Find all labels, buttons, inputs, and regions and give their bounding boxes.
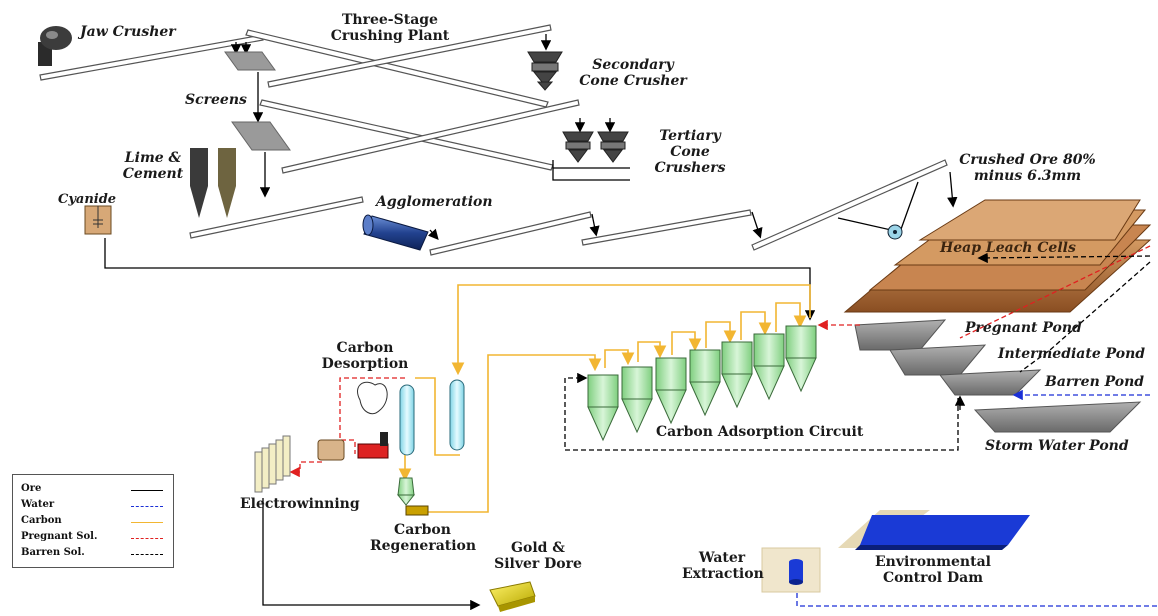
legend-label: Ore (21, 483, 42, 494)
gold-bar-icon (489, 581, 536, 612)
secondary-crusher-label: Secondary Cone Crusher (578, 57, 688, 89)
lime-line2: Cement (122, 166, 184, 182)
lime-cement-label: Lime & Cement (118, 150, 188, 182)
tertiary-line2: Cone (670, 144, 710, 160)
legend-swatch (131, 522, 163, 523)
intermediate-pond-label: Intermediate Pond (998, 346, 1146, 362)
pregnant-pond-label: Pregnant Pond (965, 320, 1082, 336)
cyanide-label: Cyanide (58, 192, 117, 207)
adsorption-tank-3 (655, 357, 687, 425)
carbon-adsorption-tanks (587, 325, 817, 442)
adsorption-tank-1 (587, 374, 619, 442)
secondary-line1: Secondary (592, 57, 674, 73)
water-extraction-icon (761, 547, 821, 593)
water-extraction-label: Water Extraction (682, 550, 764, 582)
water-extraction-line1: Water (698, 550, 746, 566)
tertiary-line1: Tertiary (659, 128, 721, 144)
water-lines (796, 389, 1158, 607)
conveyor-to-agglom (189, 196, 364, 239)
electrowinning-label: Electrowinning (240, 496, 360, 512)
conveyor-after-agglom-1 (429, 211, 592, 256)
conveyor-cross-3 (259, 99, 554, 171)
conveyor-stacker (751, 159, 948, 251)
barren-solution-lines (564, 252, 1151, 451)
ponds-group (854, 319, 1142, 433)
adsorption-tank-4 (689, 349, 721, 417)
three-stage-line1: Three-Stage (342, 12, 438, 28)
lime-line1: Lime & (124, 150, 182, 166)
screens-icon (224, 51, 291, 151)
adsorption-tank-5 (721, 341, 753, 409)
env-dam-line2: Control Dam (882, 570, 984, 586)
electrowinning-cells-icon (254, 435, 291, 493)
crushed-ore-label: Crushed Ore 80% minus 6.3mm (955, 152, 1100, 184)
jaw-crusher-icon (38, 26, 72, 66)
carbon-adsorption-label: Carbon Adsorption Circuit (656, 424, 864, 440)
environmental-dam-icon (838, 510, 1030, 550)
tertiary-crusher-label: Tertiary Cone Crushers (650, 128, 730, 176)
tertiary-line3: Crushers (654, 160, 726, 176)
secondary-cone-crusher-icon (527, 51, 563, 91)
conveyor-cross-4 (281, 99, 580, 174)
three-stage-line2: Crushing Plant (330, 28, 450, 44)
pregnant-pond-icon (854, 319, 947, 351)
legend-label: Pregnant Sol. (21, 531, 98, 542)
heap-leach-label: Heap Leach Cells (940, 240, 1076, 256)
lime-cement-silos-icon (190, 148, 236, 218)
gold-line1: Gold & (511, 540, 565, 556)
three-stage-label: Three-Stage Crushing Plant (330, 12, 450, 44)
storm-water-pond-label: Storm Water Pond (985, 438, 1129, 454)
regen-line2: Regeneration (370, 538, 477, 554)
secondary-line2: Cone Crusher (579, 73, 687, 89)
crushed-ore-line2: minus 6.3mm (973, 168, 1082, 184)
barren-pond-label: Barren Pond (1045, 374, 1145, 390)
gold-silver-label: Gold & Silver Dore (488, 540, 588, 572)
screens-label: Screens (185, 92, 247, 108)
legend-label: Water (21, 499, 55, 510)
stacker-icon (887, 224, 903, 240)
adsorption-tank-2 (621, 366, 653, 434)
ore-arrows (104, 34, 958, 611)
adsorption-tank-7 (785, 325, 817, 393)
carbon-regeneration-label: Carbon Regeneration (370, 522, 477, 554)
env-dam-line1: Environmental (875, 554, 991, 570)
carbon-desorption-label: Carbon Desorption (320, 340, 410, 372)
agglomeration-label: Agglomeration (376, 194, 493, 210)
regeneration-kiln-icon (396, 477, 429, 516)
legend-swatch (131, 506, 163, 507)
heap-leach-cells-icon (843, 199, 1152, 313)
barren-pond-icon (939, 369, 1042, 396)
crushed-ore-line1: Crushed Ore 80% (959, 152, 1096, 168)
regen-line1: Carbon (394, 522, 451, 538)
legend-swatch (131, 538, 163, 539)
legend-swatch (131, 554, 163, 555)
cyanide-tank-icon (84, 205, 112, 235)
conveyor-jaw (39, 34, 264, 81)
environmental-dam-label: Environmental Control Dam (868, 554, 998, 586)
water-extraction-line2: Extraction (682, 566, 764, 582)
legend-label: Carbon (21, 515, 62, 526)
tertiary-cone-crushers-icon (562, 131, 629, 163)
conveyor-group (39, 24, 948, 256)
eluate-tank-icon (317, 439, 345, 461)
heater-icon (357, 381, 389, 459)
intermediate-pond-icon (889, 344, 987, 376)
gold-line2: Silver Dore (494, 556, 582, 572)
pregnant-solution-lines (289, 245, 1151, 478)
adsorption-tank-6 (753, 333, 785, 401)
desorption-columns (399, 379, 465, 456)
jaw-crusher-label: Jaw Crusher (80, 24, 176, 40)
conveyor-after-agglom-2 (581, 209, 752, 246)
agglomeration-drum-icon (362, 214, 429, 251)
legend-swatch (131, 490, 163, 491)
desorption-line2: Desorption (321, 356, 409, 372)
desorption-line1: Carbon (336, 340, 394, 356)
storm-water-pond-icon (973, 401, 1142, 433)
legend-label: Barren Sol. (21, 547, 85, 558)
conveyor-cross-2 (267, 24, 552, 88)
carbon-lines (398, 284, 811, 513)
